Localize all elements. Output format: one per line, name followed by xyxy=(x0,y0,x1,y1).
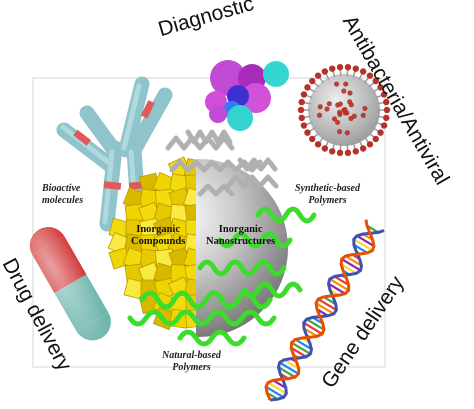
dna-helix-icon xyxy=(264,219,385,402)
capsule-icon xyxy=(29,227,111,341)
molecule-cluster-icon xyxy=(205,60,289,131)
synthetic-polymer-chains xyxy=(165,129,279,197)
diagram-frame xyxy=(32,77,386,368)
natural-polymer-chains xyxy=(127,206,317,347)
virus-icon xyxy=(297,63,391,157)
